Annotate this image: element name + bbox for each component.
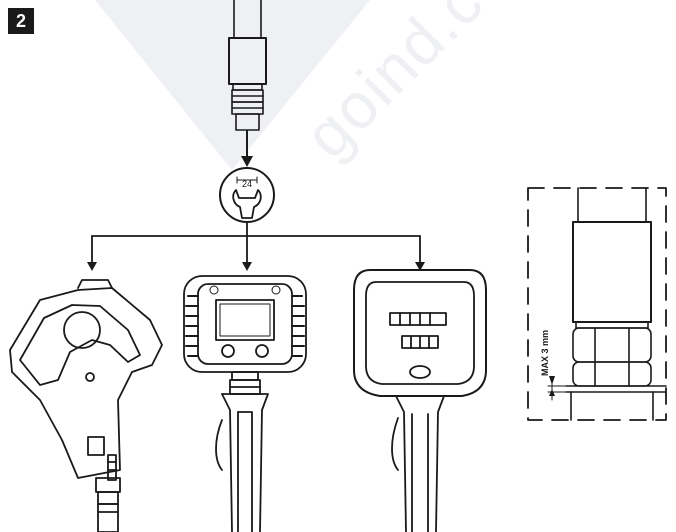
step-number-badge: 2 bbox=[8, 8, 34, 34]
nozzle-gun bbox=[9, 279, 163, 532]
max-gap-label: MAX 3 mm bbox=[540, 330, 550, 376]
mechanical-meter bbox=[353, 269, 487, 532]
detail-box bbox=[527, 187, 667, 421]
wrench-size-label: 24 bbox=[242, 179, 252, 189]
wrench-icon bbox=[219, 167, 275, 223]
hose-fitting bbox=[228, 0, 267, 131]
down-arrow-icon bbox=[241, 130, 253, 167]
digital-meter bbox=[183, 275, 307, 532]
